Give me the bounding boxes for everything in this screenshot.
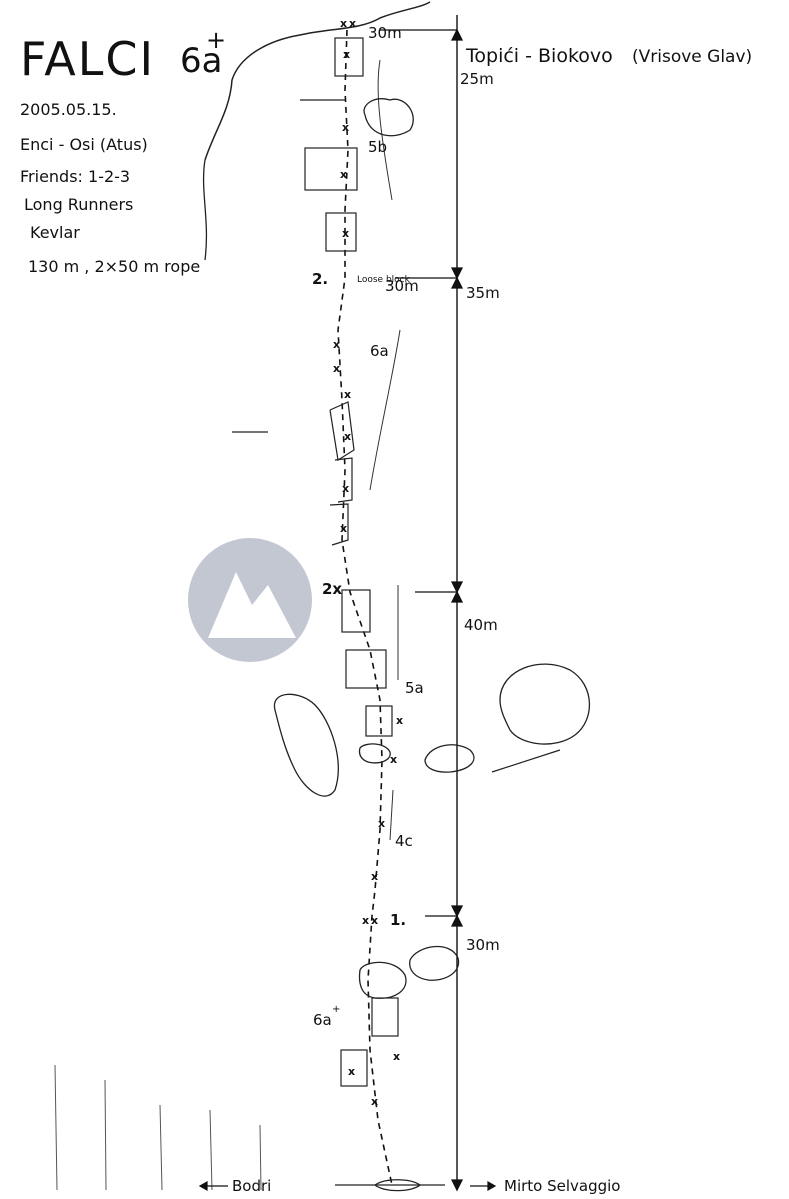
svg-text:x: x — [393, 1050, 400, 1063]
belay-1-label: 1. — [390, 911, 406, 929]
belay-2-label: 2. — [312, 270, 328, 288]
svg-text:x: x — [349, 17, 356, 30]
svg-text:x: x — [344, 388, 351, 401]
svg-text:x: x — [340, 17, 347, 30]
pitch-length-3: 40m — [464, 616, 498, 634]
rock-features — [304, 37, 399, 1087]
svg-text:x: x — [371, 870, 378, 883]
approach-right: Mirto Selvaggio — [504, 1177, 620, 1195]
info-runners: Long Runners — [24, 195, 133, 214]
location-sub: (Vrisove Glav) — [632, 47, 752, 67]
route-line — [337, 29, 393, 1186]
svg-text:x: x — [343, 48, 350, 61]
pitch-length-4: 30m — [466, 936, 500, 954]
svg-text:x: x — [340, 522, 347, 535]
measure-ticks — [380, 28, 464, 1192]
svg-text:x: x — [390, 753, 397, 766]
info-date: 2005.05.15. — [20, 100, 117, 119]
belay-top-length: 30m — [368, 24, 402, 42]
route-grade-plus: + — [206, 26, 226, 54]
svg-text:x: x — [362, 914, 369, 927]
location-name: Topići - Biokovo — [465, 45, 613, 67]
grade-6a-lower-plus: + — [332, 1004, 340, 1015]
grade-6a: 6a — [370, 342, 389, 360]
ledges — [232, 99, 561, 1186]
info-length: 130 m , 2×50 m rope — [28, 257, 200, 276]
route-title: FALCI — [20, 32, 155, 86]
grade-6a-lower: 6a — [313, 1011, 332, 1029]
cliff-outline — [204, 1, 431, 161]
svg-text:x: x — [342, 121, 349, 134]
svg-text:x: x — [340, 168, 347, 181]
svg-text:x: x — [342, 227, 349, 240]
svg-text:x: x — [342, 482, 349, 495]
info-kevlar: Kevlar — [30, 223, 80, 242]
svg-text:x: x — [333, 338, 340, 351]
loose-block-note: Loose block — [357, 275, 411, 285]
approach-left: Bodri — [232, 1177, 271, 1195]
pitch-length-2: 35m — [466, 284, 500, 302]
crack-hatch — [369, 59, 401, 841]
grade-5a: 5a — [405, 679, 424, 697]
svg-text:x: x — [371, 914, 378, 927]
info-friends: Friends: 1-2-3 — [20, 167, 130, 186]
svg-text:x: x — [378, 817, 385, 830]
svg-text:x: x — [344, 430, 351, 443]
grade-5b: 5b — [368, 138, 387, 156]
route-grade: 6a — [180, 41, 222, 81]
pitch-length-1: 25m — [460, 70, 494, 88]
svg-text:x: x — [348, 1065, 355, 1078]
info-climbers: Enci - Osi (Atus) — [20, 135, 148, 154]
svg-text:x: x — [396, 714, 403, 727]
watermark-circle-icon — [188, 538, 312, 662]
reeds — [54, 1064, 262, 1191]
belay-2x-label: 2x — [322, 580, 342, 598]
cliff-outline-left — [202, 159, 208, 261]
svg-text:x: x — [333, 362, 340, 375]
grade-4c: 4c — [395, 832, 413, 850]
svg-text:x: x — [371, 1095, 378, 1108]
watermark-logo — [188, 538, 312, 662]
approach-arrows — [198, 1180, 497, 1192]
watermark-mountain-icon — [208, 572, 296, 638]
belay-2-length: 30m — [385, 277, 419, 295]
